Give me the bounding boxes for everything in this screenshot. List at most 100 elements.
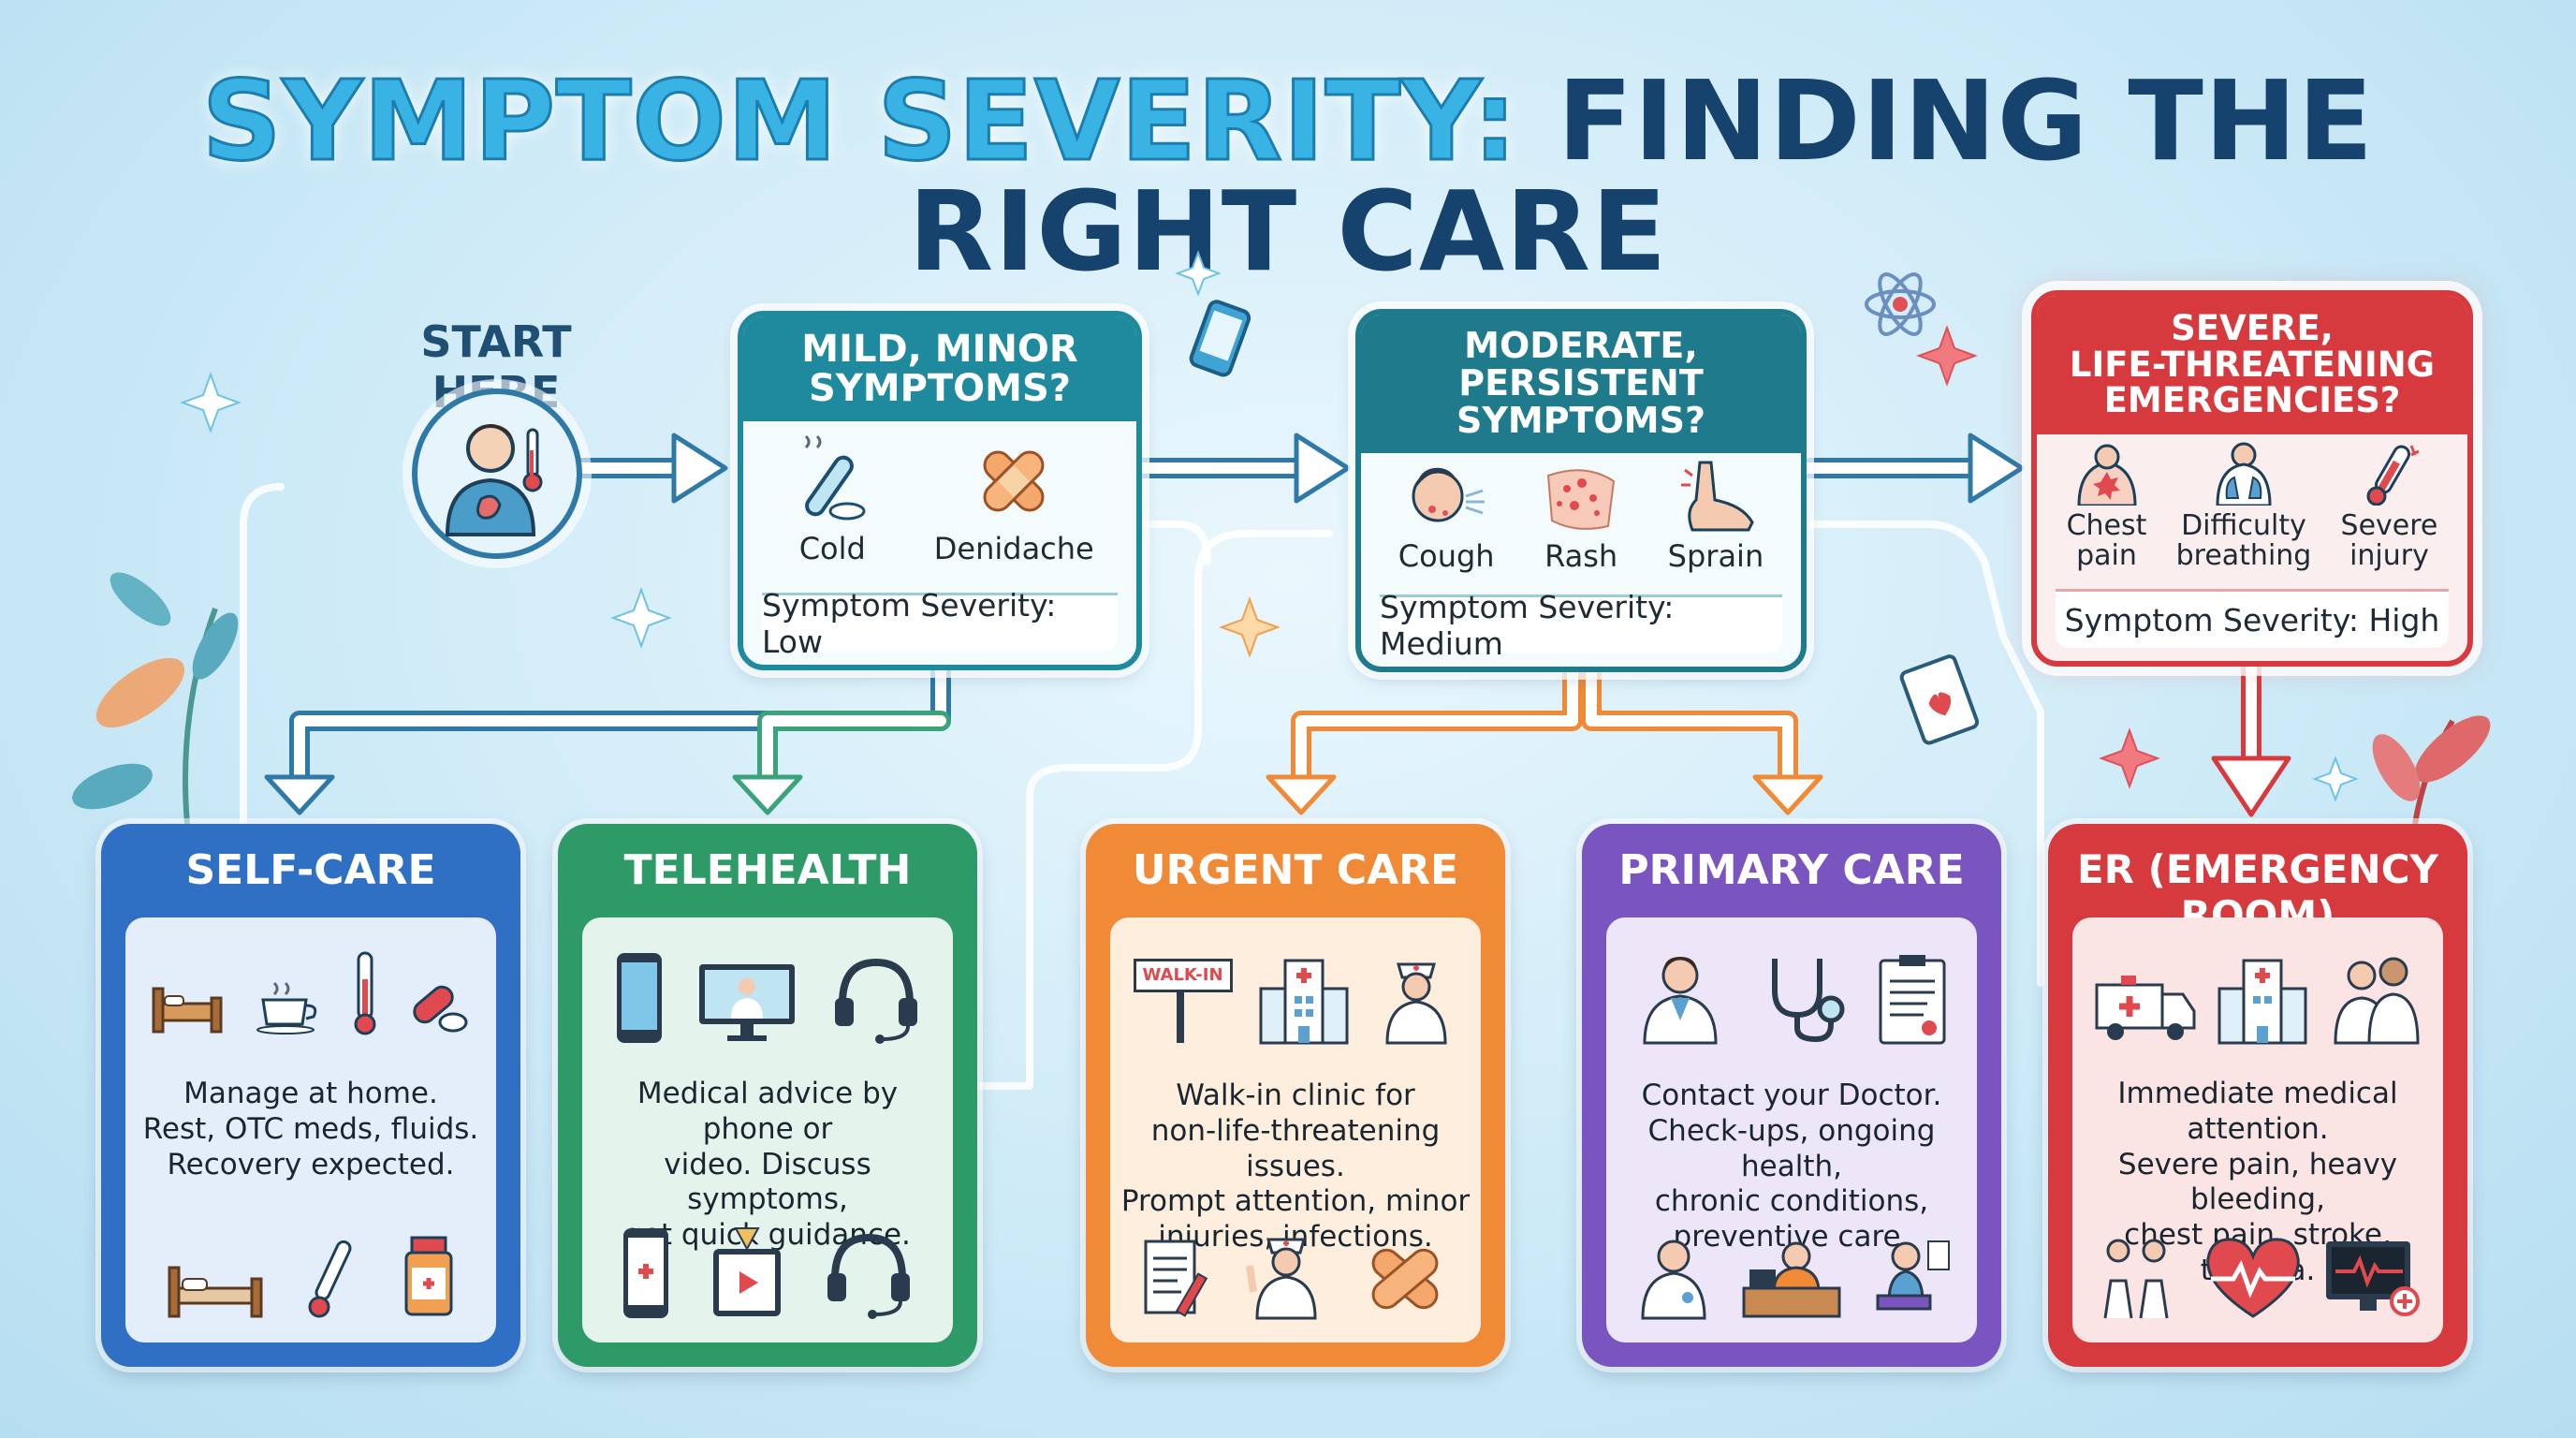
clipboard-heart-icon	[1899, 654, 1980, 745]
symptom-cold: Cold	[785, 434, 879, 565]
question-severe-heading-line2: LIFE-THREATENING	[2069, 344, 2436, 385]
care-urgent-line-1: Walk-in clinic for	[1176, 1078, 1415, 1112]
care-primary-line-3: chronic conditions,	[1654, 1184, 1929, 1219]
care-er-icons-top	[2072, 951, 2443, 1045]
question-severe-heading-line3: EMERGENCIES?	[2103, 380, 2401, 421]
symptom-cough: Cough	[1398, 457, 1495, 573]
chest-pain-icon	[2076, 444, 2137, 506]
hot-thermometer-icon	[2366, 445, 2421, 506]
care-er-panel: Immediate medical attention. Severe pain…	[2072, 917, 2443, 1343]
care-er-line-1: Immediate medical attention.	[2117, 1077, 2398, 1146]
pills-icon	[412, 985, 468, 1033]
question-moderate-heading-line3: SYMPTOMS?	[1456, 399, 1705, 441]
care-urgent-panel: WALK-IN Walk-in clinic for non-life-thre…	[1110, 917, 1481, 1343]
care-urgent-icons-top: WALK-IN	[1110, 951, 1481, 1045]
support-headset-icon	[827, 1233, 910, 1319]
symptom-severe-injury-l1: Severe	[2340, 509, 2438, 542]
headset-icon	[834, 958, 917, 1044]
question-mild-icons: Cold Denidache	[743, 421, 1136, 565]
care-urgent-title: URGENT CARE	[1132, 846, 1459, 894]
care-telehealth-line-2: video. Discuss symptoms,	[664, 1147, 871, 1217]
start-patient-icon	[412, 389, 582, 559]
reception-desk-icon	[1742, 1241, 1841, 1318]
care-urgent-icons-bottom	[1110, 1226, 1481, 1320]
question-moderate-heading: MODERATE, PERSISTENT SYMPTOMS?	[1361, 315, 1801, 453]
symptom-chest-pain-l1: Chest	[2066, 509, 2147, 542]
smartphone-icon	[616, 953, 662, 1043]
care-urgent-box[interactable]: URGENT CARE WALK-IN Walk-in clinic for n…	[1086, 824, 1505, 1367]
symptom-sprain-label: Sprain	[1667, 538, 1764, 574]
medicine-bottle-icon	[404, 1236, 452, 1316]
walk-in-sign: WALK-IN	[1133, 951, 1235, 1045]
er-hospital-icon	[2217, 959, 2307, 1045]
leaf-decoration-left	[72, 572, 239, 825]
question-moderate-box[interactable]: MODERATE, PERSISTENT SYMPTOMS? Cough Ras…	[1355, 309, 1807, 672]
bed-icon	[152, 987, 223, 1034]
care-telehealth-icons-top	[582, 951, 953, 1045]
leaf-decoration-right	[2372, 715, 2491, 825]
symptom-difficulty-breathing: Difficulty breathing	[2176, 440, 2311, 570]
symptom-headache-label: Denidache	[933, 531, 1094, 566]
symptom-rash-label: Rash	[1544, 538, 1618, 574]
cold-thermometer-icon	[805, 434, 866, 521]
care-selfcare-panel: Manage at home. Rest, OTC meds, fluids. …	[125, 917, 496, 1343]
symptom-rash: Rash	[1539, 457, 1623, 573]
care-selfcare-line-1: Manage at home.	[183, 1077, 438, 1110]
hospital-building-icon	[1259, 959, 1349, 1045]
symptom-chest-pain-l2: pain	[2076, 538, 2137, 572]
care-urgent-line-3: Prompt attention, minor	[1120, 1184, 1471, 1219]
care-urgent-line-2: non-life-threatening issues.	[1150, 1113, 1441, 1183]
heartbeat-icon	[2206, 1238, 2300, 1318]
symptom-cold-label: Cold	[798, 531, 866, 566]
care-primary-description: Contact your Doctor. Check-ups, ongoing …	[1616, 1078, 1968, 1255]
thermometer-tilted-icon	[308, 1240, 352, 1318]
symptom-sprain: Sprain	[1668, 457, 1764, 573]
question-mild-box[interactable]: MILD, MINOR SYMPTOMS? Cold Denidache Sym…	[738, 311, 1142, 670]
guide-line-left	[240, 483, 285, 828]
care-selfcare-line-3: Recovery expected.	[167, 1147, 455, 1181]
care-selfcare-icons-top	[125, 951, 496, 1035]
question-severe-icons: Chest pain Difficulty breathing Severe i…	[2037, 434, 2467, 570]
heart-monitor-icon	[2326, 1241, 2420, 1316]
care-telehealth-description: Medical advice by phone or video. Discus…	[592, 1077, 944, 1254]
doctor-icon	[1643, 957, 1718, 1045]
ambulance-icon	[2095, 976, 2195, 1040]
page-title: SYMPTOM SEVERITY: FINDING THE RIGHT CARE	[0, 65, 2576, 287]
care-telehealth-icons-bottom	[582, 1226, 953, 1320]
arrow-mild-to-telehealth	[757, 711, 951, 792]
rash-skin-icon	[1547, 469, 1616, 530]
sprained-foot-icon	[1680, 461, 1754, 532]
question-severe-box[interactable]: SEVERE, LIFE-THREATENING EMERGENCIES? Ch…	[2031, 290, 2473, 667]
symptom-severe-injury-l2: injury	[2349, 538, 2429, 572]
paramedics-icon	[2103, 1239, 2169, 1319]
symptom-chest-pain: Chest pain	[2066, 440, 2147, 572]
care-er-icons-bottom	[2072, 1236, 2443, 1320]
bandage-icon	[983, 450, 1045, 512]
video-tablet-icon	[713, 1227, 781, 1316]
arrow-head	[671, 433, 728, 504]
care-telehealth-line-1: Medical advice by phone or	[637, 1077, 899, 1146]
care-selfcare-box[interactable]: SELF-CARE Manage at home. Rest, OTC meds…	[101, 824, 520, 1367]
symptom-severe-injury: Severe injury	[2340, 440, 2438, 572]
care-telehealth-box[interactable]: TELEHEALTH Medical advice by phone or vi…	[558, 824, 977, 1367]
question-moderate-icons: Cough Rash Sprain	[1361, 453, 1801, 573]
phone-medical-icon	[623, 1228, 668, 1318]
care-er-box[interactable]: ER (EMERGENCY ROOM) Immediate medical at…	[2048, 824, 2467, 1367]
care-telehealth-title: TELEHEALTH	[623, 846, 912, 894]
tea-cup-icon	[256, 981, 317, 1034]
nurse-waving-icon	[1246, 1238, 1317, 1320]
guide-line-right	[1798, 521, 2044, 987]
care-selfcare-description: Manage at home. Rest, OTC meds, fluids. …	[135, 1077, 487, 1182]
atom-icon	[1865, 272, 1936, 336]
stethoscope-icon	[1772, 959, 1845, 1043]
symptom-cough-label: Cough	[1398, 538, 1495, 574]
patient-chair-icon	[1876, 1240, 1950, 1311]
doctor-consult-icon	[1640, 1240, 1706, 1320]
title-part-1: SYMPTOM SEVERITY:	[200, 56, 1518, 185]
question-moderate-severity: Symptom Severity: Medium	[1380, 589, 1782, 662]
question-moderate-heading-line2: PERSISTENT	[1458, 362, 1704, 404]
care-primary-box[interactable]: PRIMARY CARE Contact your Doctor. Check-…	[1582, 824, 2001, 1367]
question-severe-heading-line1: SEVERE,	[2171, 307, 2334, 348]
question-mild-heading: MILD, MINOR SYMPTOMS?	[743, 316, 1136, 421]
video-call-icon	[699, 964, 795, 1041]
